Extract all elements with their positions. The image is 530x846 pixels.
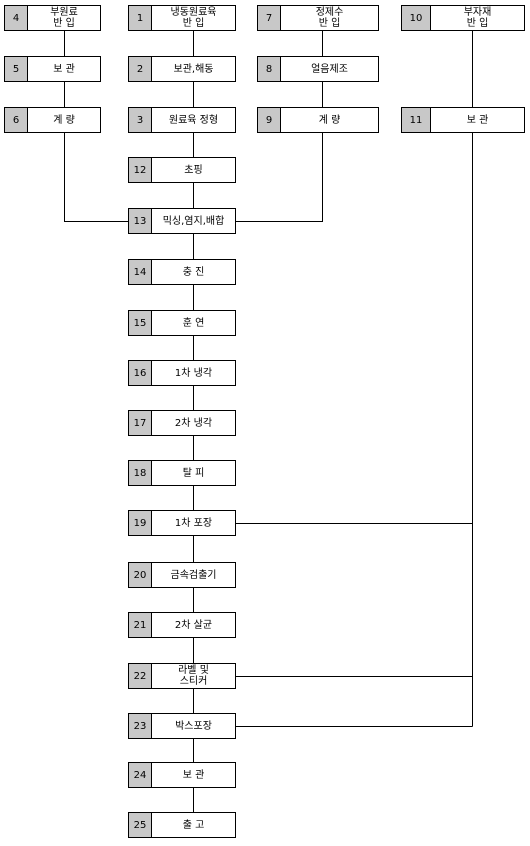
step-label: 냉동원료육 반 입 <box>170 7 217 29</box>
step-number: 3 <box>129 108 152 132</box>
step-label: 1차 포장 <box>174 517 213 529</box>
step-label: 보 관 <box>466 114 489 126</box>
step-7-box: 7 정제수 반 입 <box>257 5 379 31</box>
step-label: 보 관 <box>182 769 205 781</box>
step-1-box: 1 냉동원료육 반 입 <box>128 5 236 31</box>
step-label: 2차 살균 <box>174 619 213 631</box>
step-label: 2차 냉각 <box>174 417 213 429</box>
connector-6-13 <box>64 133 128 222</box>
step-number: 19 <box>129 511 152 535</box>
step-number: 14 <box>129 260 152 284</box>
step-18-box: 18 탈 피 <box>128 460 236 486</box>
step-label: 정제수 반 입 <box>315 7 344 29</box>
step-number: 4 <box>5 6 28 30</box>
step-11-box: 11 보 관 <box>401 107 525 133</box>
step-number: 2 <box>129 57 152 81</box>
step-number: 25 <box>129 813 152 837</box>
step-label: 탈 피 <box>182 467 205 479</box>
step-number: 18 <box>129 461 152 485</box>
step-22-box: 22 라벨 및 스티커 <box>128 663 236 689</box>
step-number: 23 <box>129 714 152 738</box>
step-label: 금속검출기 <box>170 569 217 581</box>
step-17-box: 17 2차 냉각 <box>128 410 236 436</box>
step-8-box: 8 얼음제조 <box>257 56 379 82</box>
step-label: 초핑 <box>184 164 203 176</box>
step-label: 계 량 <box>53 114 75 126</box>
step-number: 9 <box>258 108 281 132</box>
step-21-box: 21 2차 살균 <box>128 612 236 638</box>
step-20-box: 20 금속검출기 <box>128 562 236 588</box>
step-13-box: 13 믹싱,염지,배합 <box>128 208 236 234</box>
step-label: 1차 냉각 <box>174 367 213 379</box>
step-label: 라벨 및 스티커 <box>178 665 209 687</box>
step-number: 8 <box>258 57 281 81</box>
step-3-box: 3 원료육 정형 <box>128 107 236 133</box>
step-label: 원료육 정형 <box>168 114 219 126</box>
step-label: 출 고 <box>182 819 205 831</box>
step-15-box: 15 훈 연 <box>128 310 236 336</box>
step-number: 7 <box>258 6 281 30</box>
step-number: 10 <box>402 6 431 30</box>
step-12-box: 12 초핑 <box>128 157 236 183</box>
step-5-box: 5 보 관 <box>4 56 101 82</box>
step-number: 21 <box>129 613 152 637</box>
step-number: 17 <box>129 411 152 435</box>
step-23-box: 23 박스포장 <box>128 713 236 739</box>
connector-9-13 <box>236 133 323 222</box>
step-label: 충 진 <box>182 266 205 278</box>
step-number: 16 <box>129 361 152 385</box>
step-label: 부자재 반 입 <box>463 7 492 29</box>
step-number: 24 <box>129 763 152 787</box>
step-label: 얼음제조 <box>311 63 348 75</box>
step-number: 6 <box>5 108 28 132</box>
step-9-box: 9 계 량 <box>257 107 379 133</box>
step-label: 훈 연 <box>182 317 205 329</box>
step-label: 보 관 <box>53 63 75 75</box>
step-label: 보관,해동 <box>173 63 214 75</box>
step-number: 12 <box>129 158 152 182</box>
step-label: 부원료 반 입 <box>50 7 78 29</box>
step-label: 계 량 <box>318 114 341 126</box>
step-number: 15 <box>129 311 152 335</box>
step-6-box: 6 계 량 <box>4 107 101 133</box>
step-4-box: 4 부원료 반 입 <box>4 5 101 31</box>
step-number: 5 <box>5 57 28 81</box>
step-25-box: 25 출 고 <box>128 812 236 838</box>
step-number: 1 <box>129 6 152 30</box>
step-19-box: 19 1차 포장 <box>128 510 236 536</box>
step-number: 13 <box>129 209 152 233</box>
step-14-box: 14 충 진 <box>128 259 236 285</box>
step-label: 박스포장 <box>175 720 212 732</box>
step-10-box: 10 부자재 반 입 <box>401 5 525 31</box>
step-label: 믹싱,염지,배합 <box>162 215 225 227</box>
step-number: 20 <box>129 563 152 587</box>
step-2-box: 2 보관,해동 <box>128 56 236 82</box>
step-number: 11 <box>402 108 431 132</box>
step-16-box: 16 1차 냉각 <box>128 360 236 386</box>
step-24-box: 24 보 관 <box>128 762 236 788</box>
step-number: 22 <box>129 664 152 688</box>
